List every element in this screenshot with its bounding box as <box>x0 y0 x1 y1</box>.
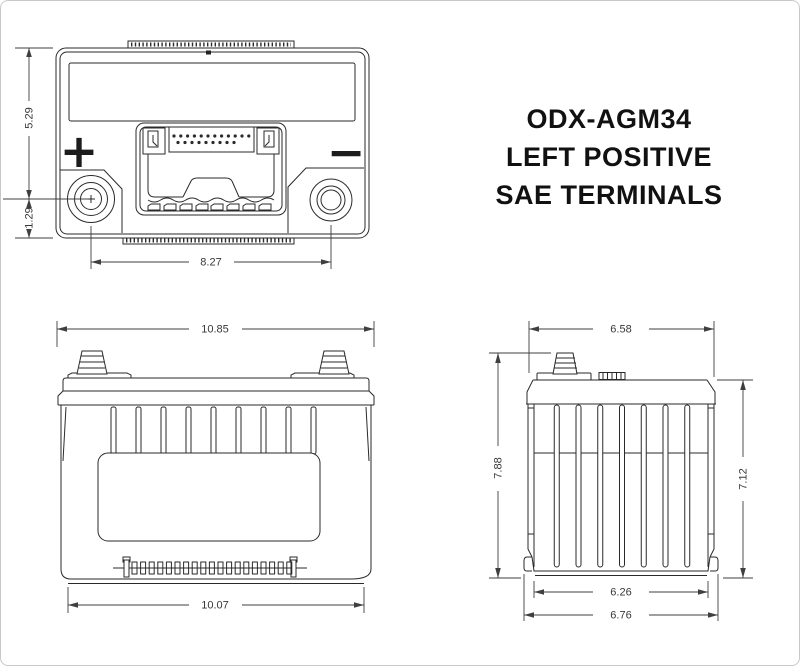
front-body <box>60 405 372 584</box>
dim-label-6-26: 6.26 <box>610 587 631 599</box>
carry-handle <box>135 122 287 216</box>
handle-strap <box>147 154 275 203</box>
terminal-center-cross <box>87 195 95 203</box>
negative-terminal-post <box>318 350 350 375</box>
side-base <box>523 556 719 576</box>
dim-base-outer-depth: 6.76 <box>523 574 719 622</box>
lid-flat-area <box>68 62 356 122</box>
minus-symbol: − <box>327 125 366 179</box>
terminal-type-label: SAE TERMINALS <box>495 180 723 210</box>
positive-terminal-pad <box>60 169 123 233</box>
dim-top-edge-to-terminal: 5.29 <box>3 47 88 239</box>
side-ribs <box>553 404 691 568</box>
lid-vent-detail <box>598 372 626 380</box>
polarity-label: LEFT POSITIVE <box>505 142 713 172</box>
dim-case-height: 7.12 <box>717 379 753 579</box>
dim-label-5-29: 5.29 <box>24 107 36 128</box>
side-terminal-post <box>552 352 578 375</box>
dim-label-7-12: 7.12 <box>738 468 750 489</box>
positive-terminal-post <box>76 350 108 375</box>
dim-label-10-07: 10.07 <box>201 600 229 612</box>
side-lid <box>526 372 716 405</box>
dim-label-7-88: 7.88 <box>493 457 505 478</box>
front-ribs <box>110 406 317 455</box>
vent-plate <box>168 126 255 153</box>
handle-notches <box>147 203 272 211</box>
dim-label-6-58: 6.58 <box>610 324 631 336</box>
mold-mark <box>206 50 211 55</box>
dim-terminal-spacing: 8.27 <box>90 225 332 269</box>
dim-overall-depth: 6.58 <box>528 321 715 377</box>
hold-down-flange-left <box>523 556 532 572</box>
handle-clip-left <box>142 127 166 155</box>
label-panel <box>97 452 321 542</box>
dim-terminal-to-bottom-edge: 1.29 <box>24 199 36 238</box>
dim-label-6-76: 6.76 <box>610 610 631 622</box>
top-serrated-strip <box>127 40 295 49</box>
hold-down-rail <box>113 556 307 578</box>
model-number: ODX-AGM34 <box>526 104 692 134</box>
handle-clip-right <box>256 127 280 155</box>
negative-terminal-pad <box>287 167 364 233</box>
front-lid <box>57 372 375 406</box>
dim-label-8-27: 8.27 <box>200 257 221 269</box>
dim-base-width: 10.07 <box>67 587 365 613</box>
dim-overall-height: 7.88 <box>489 352 551 579</box>
dim-label-1-29: 1.29 <box>24 207 36 228</box>
hold-down-flange-right <box>710 556 719 572</box>
title-block: ODX-AGM34 LEFT POSITIVE SAE TERMINALS <box>439 100 779 214</box>
battery-side-view-drawing: 6.58 <box>489 321 753 622</box>
dim-overall-width: 10.85 <box>56 321 375 347</box>
dim-base-inner-depth: 6.26 <box>533 581 709 599</box>
dim-label-10-85: 10.85 <box>201 324 229 336</box>
battery-top-view-drawing: + − <box>3 40 370 269</box>
negative-terminal-top <box>309 178 353 222</box>
plus-symbol: + <box>60 124 99 178</box>
battery-front-view-drawing: 10.85 <box>56 321 375 613</box>
